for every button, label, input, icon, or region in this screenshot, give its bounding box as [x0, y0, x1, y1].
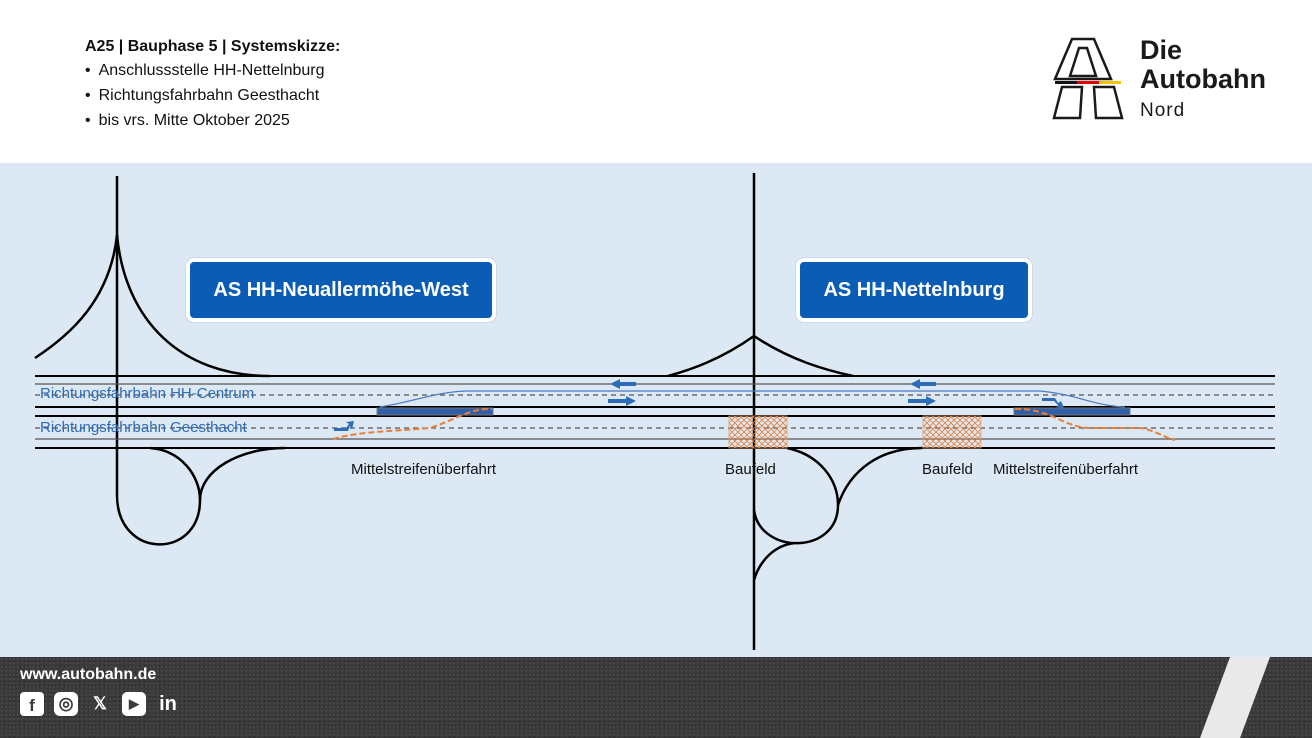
baufeld-2: [922, 415, 982, 449]
system-diagram: AS HH-Neuallermöhe-West AS HH-Nettelnbur…: [0, 163, 1312, 657]
label-crossover-east: Mittelstreifenüberfahrt: [993, 461, 1139, 478]
detour-route-east: [1014, 407, 1176, 441]
arrow-turn-icon: [1042, 398, 1064, 408]
ramp-west-ne: [115, 234, 271, 378]
info-list: Anschlussstelle HH-Nettelnburg Richtungs…: [85, 61, 325, 136]
sign-as-neuallermoehe-west: AS HH-Neuallermöhe-West: [186, 258, 496, 322]
direction-arrows: [334, 379, 1064, 431]
ramp-east-se: [836, 446, 923, 506]
instagram-icon[interactable]: ◎: [54, 692, 78, 716]
ramp-east-ne: [753, 334, 854, 378]
lane-label-centrum: Richtungsfahrbahn HH-Centrum: [40, 385, 255, 402]
ramp-west-sw: [149, 446, 202, 501]
info-item: Richtungsfahrbahn Geesthacht: [85, 86, 324, 111]
footer: www.autobahn.de f ◎ 𝕏 ▶ in: [0, 657, 1312, 738]
youtube-icon[interactable]: ▶: [122, 692, 146, 716]
label-baufeld-1: Baufeld: [725, 461, 776, 478]
traffic-route-centrum: [379, 390, 1126, 408]
info-item: Anschlussstelle HH-Nettelnburg: [85, 61, 325, 86]
website-link[interactable]: www.autobahn.de: [20, 666, 157, 683]
interchange-east: [667, 173, 923, 650]
ramp-east-sw: [752, 541, 796, 581]
interchange-west: [34, 176, 286, 546]
logo-line1: Die: [1140, 35, 1183, 65]
ramp-east-loop: [752, 446, 840, 545]
info-item: bis vrs. Mitte Oktober 2025: [85, 111, 324, 136]
social-links: f ◎ 𝕏 ▶ in: [20, 692, 180, 716]
logo-sub: Nord: [1140, 100, 1186, 121]
road-west-vertical: [115, 176, 286, 546]
x-icon[interactable]: 𝕏: [93, 694, 107, 713]
crossover-west: [376, 407, 494, 416]
baufeld-1: [728, 415, 788, 449]
facebook-icon[interactable]: f: [20, 692, 44, 716]
label-baufeld-2: Baufeld: [922, 461, 973, 478]
linkedin-icon[interactable]: in: [159, 692, 177, 715]
arrow-right-icon: [908, 396, 936, 406]
header: A25 | Bauphase 5 | Systemskizze: Anschlu…: [0, 0, 1312, 163]
road-marking: [1200, 657, 1270, 738]
logo-line2: Autobahn: [1140, 64, 1266, 94]
road-sketch: [34, 173, 1275, 650]
label-crossover-west: Mittelstreifenüberfahrt: [351, 461, 497, 478]
arrow-right-icon: [608, 396, 636, 406]
ramp-east-nw: [667, 334, 755, 378]
carriageways: [35, 375, 1275, 449]
arrow-left-icon: [610, 379, 636, 389]
sign-as-nettelnburg: AS HH-Nettelnburg: [796, 258, 1032, 322]
crossover-east: [1013, 407, 1131, 416]
ramp-west-nw: [34, 234, 119, 360]
page-title: A25 | Bauphase 5 | Systemskizze:: [85, 38, 341, 55]
arrow-left-icon: [910, 379, 936, 389]
lane-label-geesthacht: Richtungsfahrbahn Geesthacht: [40, 419, 247, 436]
autobahn-logo-icon: [1052, 37, 1124, 120]
arrow-turn-icon: [334, 421, 354, 431]
